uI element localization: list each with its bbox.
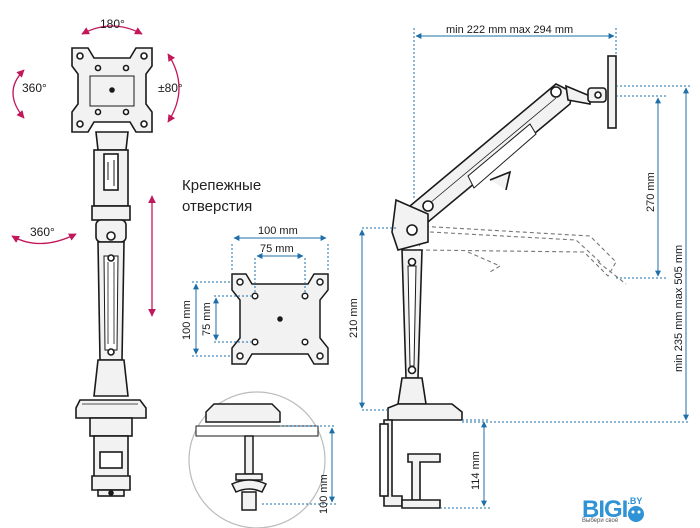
front-view-arm [71,47,153,497]
total-height-label: min 235 mm max 505 mm [673,245,685,372]
rotation-arrow-left [12,69,25,119]
rotation-label-left: 360° [22,81,47,95]
rotation-arrow-base [11,233,77,245]
pole-height-label: 210 mm [348,298,360,338]
side-dim-text: min 222 mm max 294 mm 210 mm 270 mm min … [348,24,685,490]
vesa-height-outer-label: 100 mm [181,300,193,340]
vesa-width-inner-label: 75 mm [260,243,294,255]
clamp-dimension [262,425,336,505]
reach-label: min 222 mm max 294 mm [446,24,573,36]
vesa-width-outer-label: 100 mm [258,225,298,237]
rotation-arrow-right [167,53,180,123]
rotation-text: 180° 360° ±80° 360° [22,17,183,239]
mount-holes-title-line1: Крепежные [182,177,262,194]
clamp-side-height-label: 114 mm [470,451,482,490]
clamp-height-label: 100 mm [318,474,330,514]
travel-label: 270 mm [645,172,657,212]
rotation-label-base: 360° [30,225,55,239]
vesa-plate-detail [231,273,329,365]
brand-tagline: Выбери своё [582,518,619,524]
brand-logo-text: BIGI [582,496,628,523]
rotation-arrow-top [81,25,143,35]
rotation-indicators [11,25,180,317]
side-view-dimensions [359,28,690,509]
brand-wordmark: BIGI.BY [582,496,642,524]
rotation-label-top: 180° [100,17,125,31]
vesa-height-inner-label: 75 mm [201,302,213,336]
brand-suffix: .BY [627,496,643,506]
rotation-label-right: ±80° [158,81,183,95]
clamp-detail [188,391,326,528]
brand-logo [628,506,644,522]
side-view-arm [379,55,627,509]
mount-holes-title-line2: отверстия [182,198,253,215]
vesa-dimension-lines [192,235,329,357]
vesa-dim-text: 100 mm 75 mm 100 mm 75 mm 100 mm [181,225,330,514]
